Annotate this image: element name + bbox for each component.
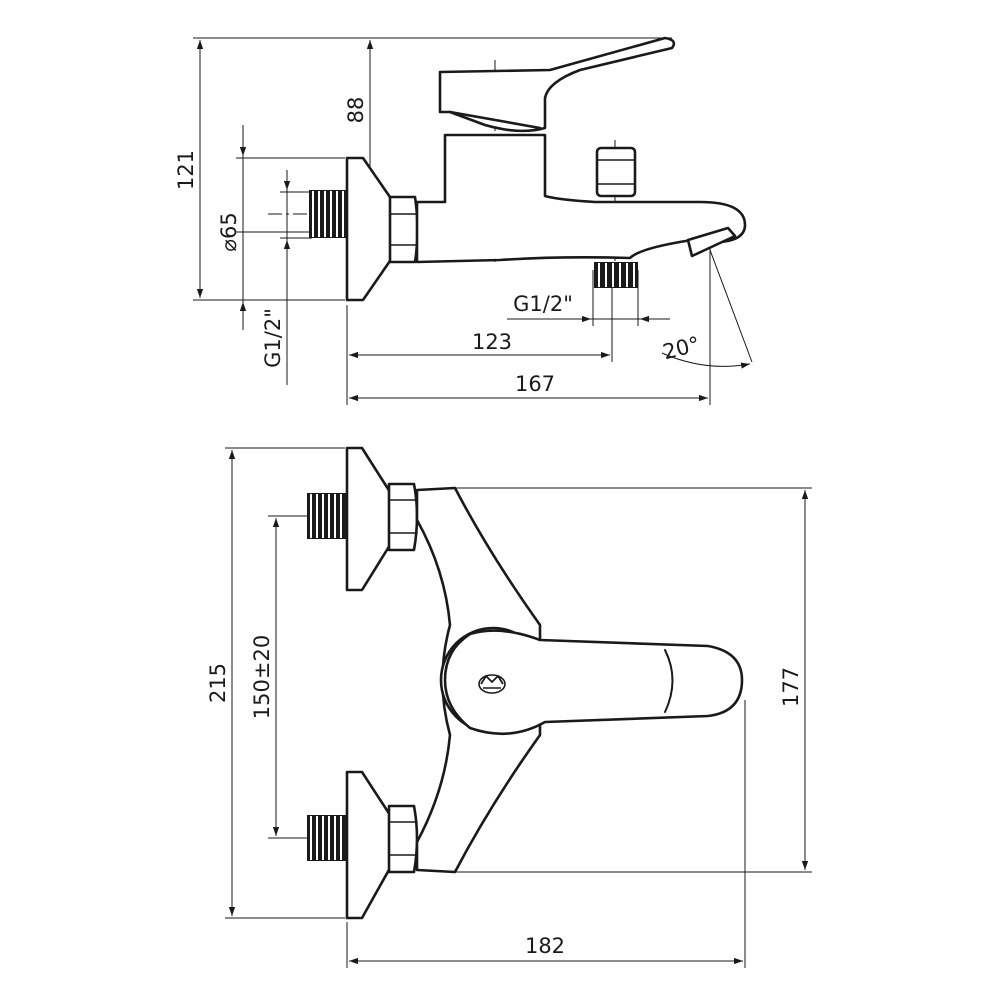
label-inlet-thread: G1/2" (261, 308, 285, 368)
label-123: 123 (472, 330, 512, 354)
dim-20deg-arc (661, 352, 751, 369)
outlet-thread-side (594, 262, 638, 288)
flange-lower (345, 770, 392, 920)
wall-flange-side (345, 156, 394, 302)
label-215: 215 (206, 663, 230, 703)
top-view: 215 150±20 177 182 (206, 446, 812, 968)
nut-lower (387, 804, 419, 874)
diverter-knob-side (595, 146, 637, 198)
label-diameter-65: ⌀65 (217, 212, 241, 251)
label-121: 121 (174, 150, 198, 190)
label-177: 177 (779, 667, 803, 707)
label-20deg: 20° (660, 332, 702, 364)
label-outlet-thread: G1/2" (513, 292, 573, 316)
label-150-tolerance: 150±20 (250, 635, 274, 719)
hex-nut-side (388, 195, 419, 264)
label-167: 167 (515, 372, 555, 396)
inlet-thread-side (309, 190, 347, 238)
side-view: 121 88 ⌀65 G1/2" G1/2" 123 167 20° (174, 36, 753, 405)
mixer-body-side (415, 133, 747, 264)
flange-upper (345, 446, 392, 592)
brand-logo-icon (478, 674, 506, 694)
aerator-side (686, 226, 737, 258)
label-88: 88 (344, 97, 368, 124)
label-182: 182 (525, 934, 565, 958)
nut-upper (387, 482, 419, 552)
lever-handle-side (438, 36, 676, 133)
